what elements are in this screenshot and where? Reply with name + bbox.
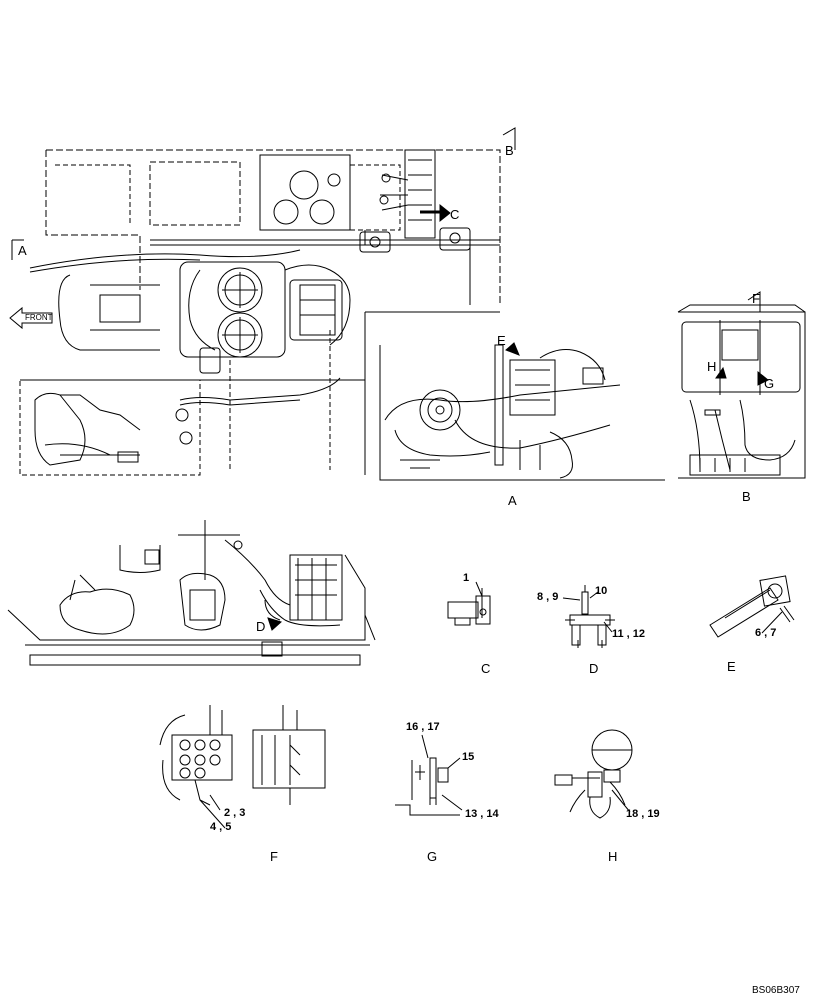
- view-f-caption: F: [270, 849, 278, 864]
- view-g-caption: G: [427, 849, 438, 864]
- arrow-h-label: H: [707, 359, 717, 374]
- arrow-f-label: F: [752, 291, 760, 306]
- view-c-detail: [447, 588, 491, 626]
- callout-8-9: 8 , 9: [537, 591, 559, 603]
- arrow-e-label: E: [497, 333, 506, 348]
- side-view: [7, 520, 376, 666]
- view-d-detail: [565, 585, 615, 648]
- callout-10: 10: [595, 585, 608, 597]
- arrow-g-label: G: [764, 376, 775, 391]
- callout-16-17: 16 , 17: [406, 721, 440, 733]
- callout-18-19: 18 , 19: [626, 808, 660, 820]
- view-b-caption: B: [742, 489, 751, 504]
- view-e-caption: E: [727, 659, 736, 674]
- leader-lines: [199, 581, 783, 829]
- callout-15: 15: [462, 751, 475, 763]
- view-a-caption: A: [508, 493, 517, 508]
- view-h-caption: H: [608, 849, 618, 864]
- drawing-code: BS06B307: [752, 985, 800, 996]
- main-plan-view: [9, 127, 516, 476]
- cut-label-a: A: [18, 243, 27, 258]
- front-label: FRONT: [25, 313, 53, 322]
- callout-1: 1: [463, 572, 470, 584]
- callout-2-3: 2 , 3: [224, 807, 246, 819]
- cut-label-b: B: [505, 143, 514, 158]
- view-d-caption: D: [589, 661, 599, 676]
- callout-11-12: 11 , 12: [612, 628, 646, 640]
- callout-13-14: 13 , 14: [465, 808, 499, 820]
- arrow-d-label: D: [256, 619, 266, 634]
- callout-4-5: 4 , 5: [210, 821, 232, 833]
- view-c-caption: C: [481, 661, 491, 676]
- callout-6-7: 6 , 7: [755, 627, 777, 639]
- arrow-c-label: C: [450, 207, 460, 222]
- view-h-detail: [554, 729, 633, 819]
- view-g-detail: [395, 757, 460, 816]
- view-e-detail: [709, 575, 795, 638]
- view-a-detail: [379, 342, 665, 481]
- view-b-detail: [677, 291, 806, 479]
- view-f-detail: [159, 705, 326, 806]
